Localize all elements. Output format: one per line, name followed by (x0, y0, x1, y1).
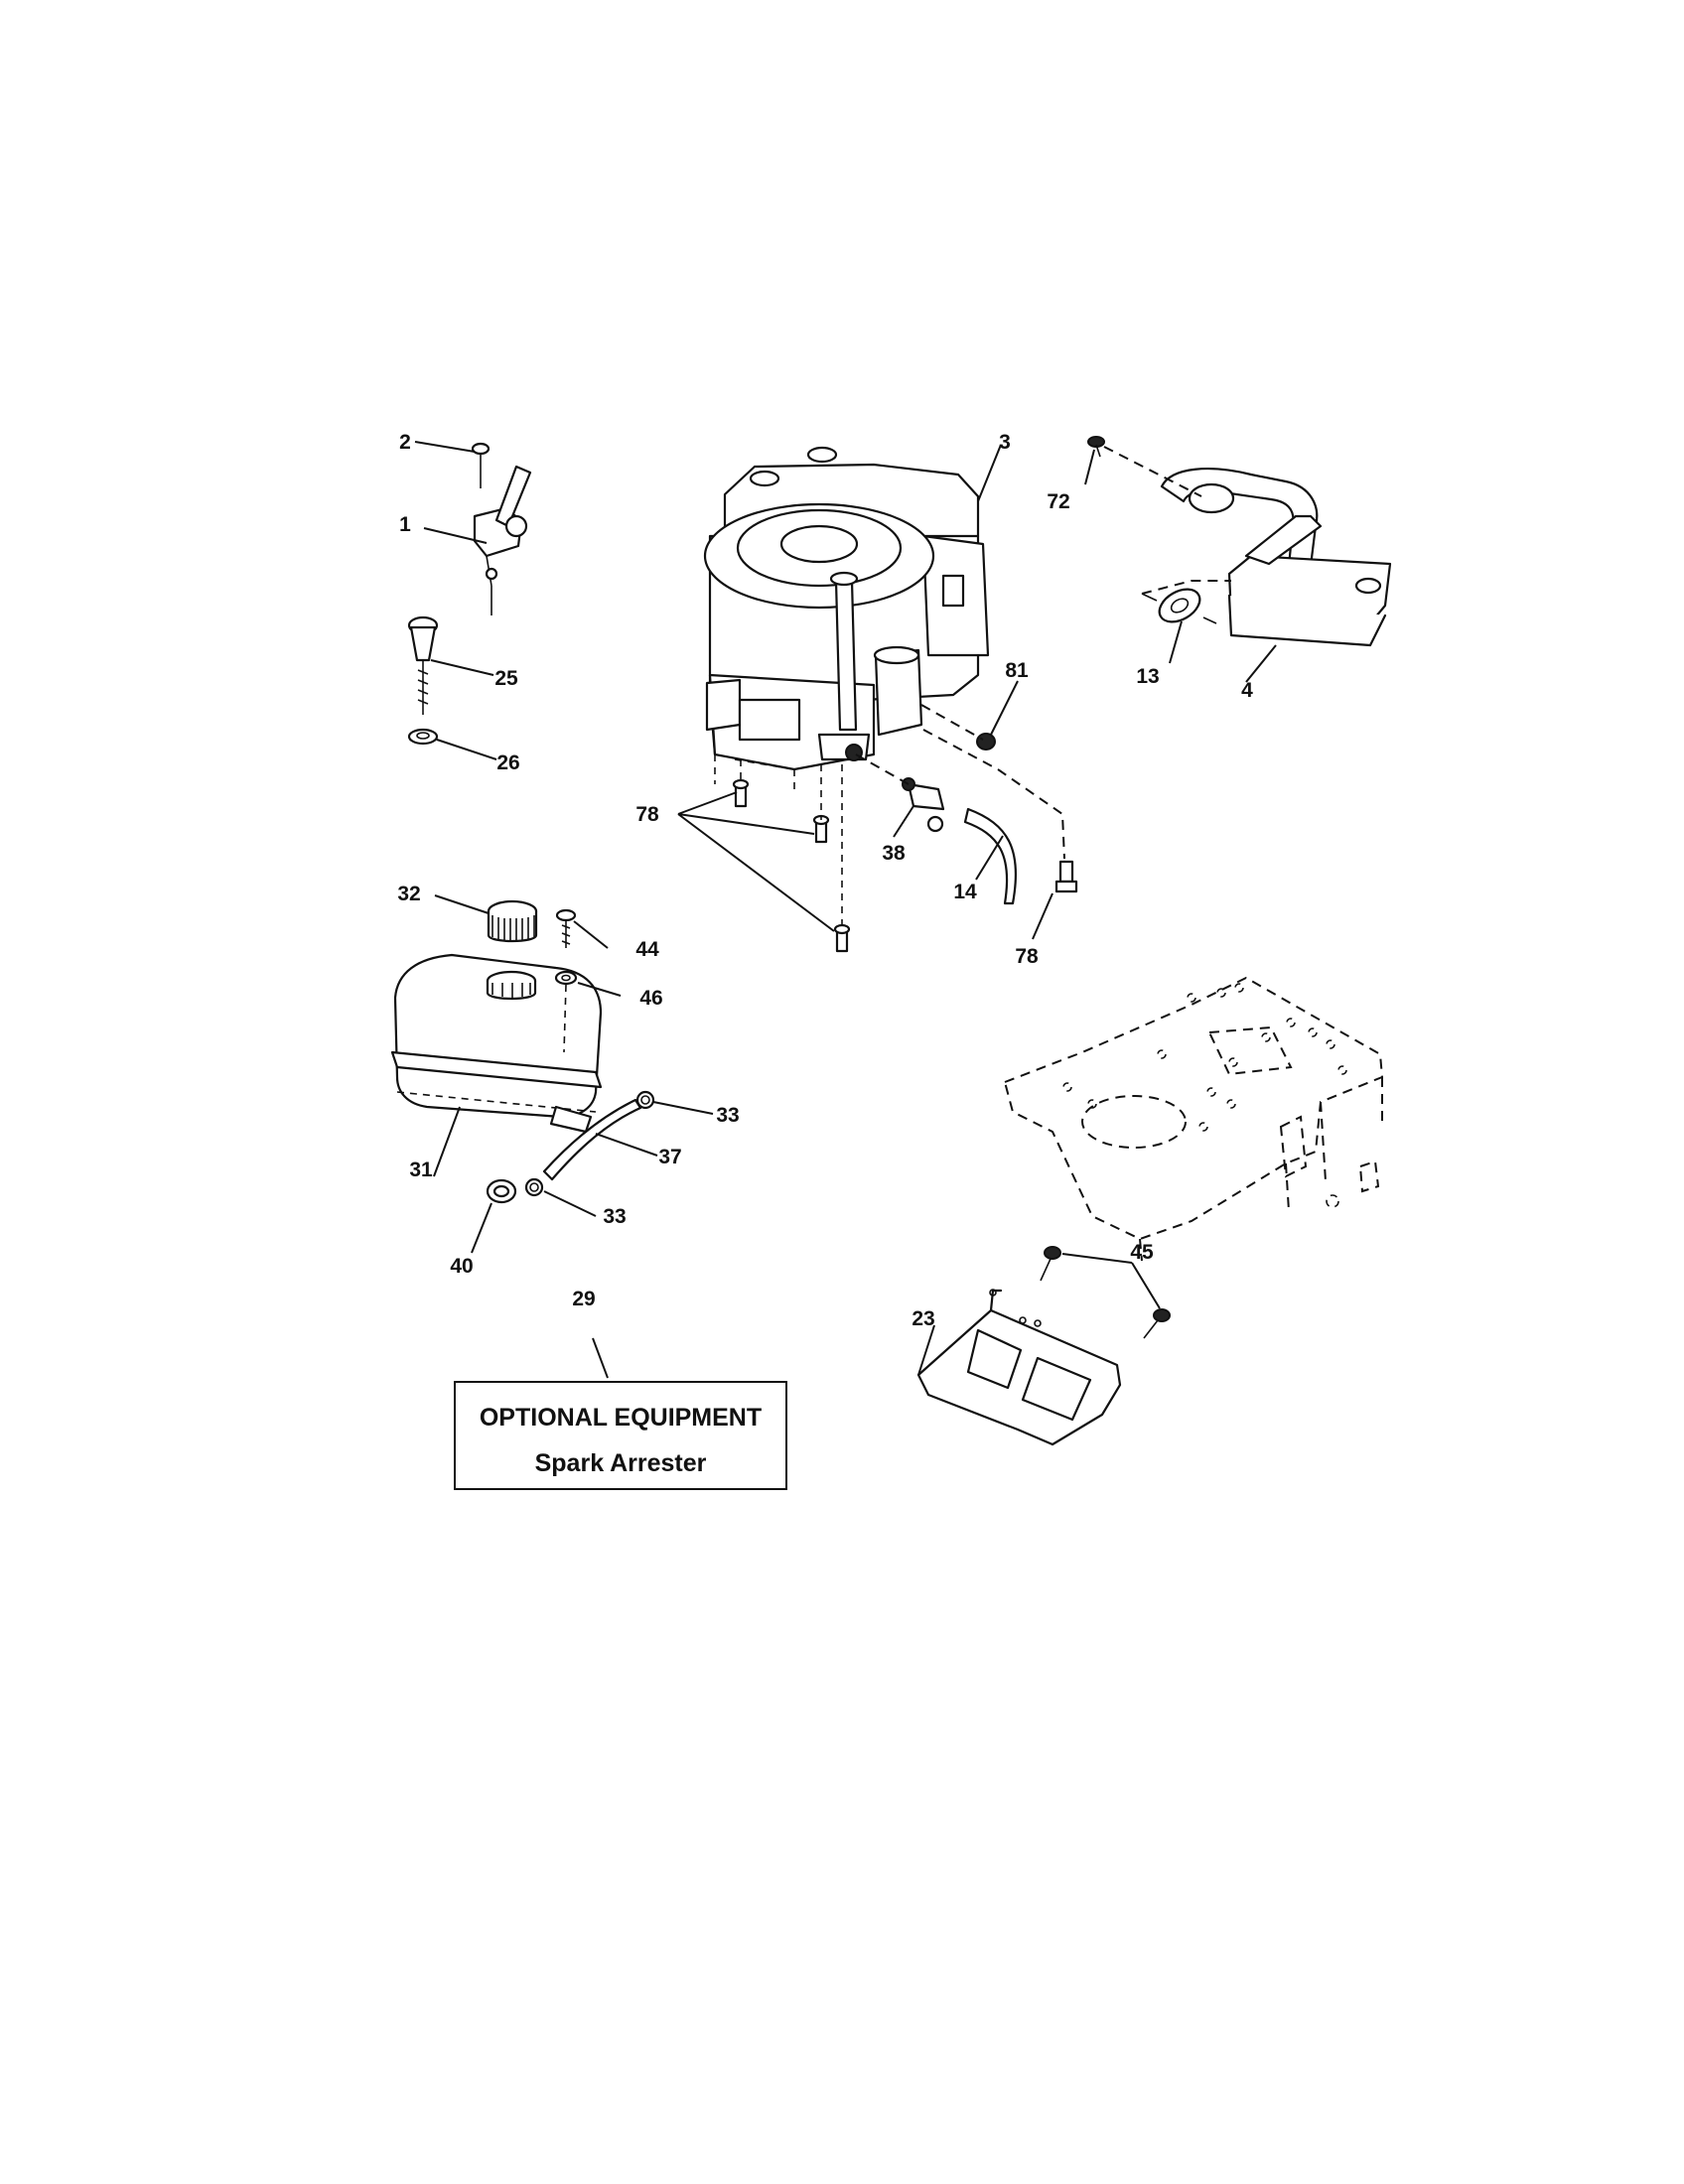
callout-31: 31 (409, 1159, 433, 1181)
washer-46 (554, 970, 578, 986)
fuel-line (542, 1098, 642, 1181)
bolt-72 (1087, 436, 1105, 458)
fuel-cap (487, 899, 538, 943)
leader-lines (414, 441, 1277, 1379)
drain-valve (902, 777, 945, 833)
clamp-33-upper (635, 1090, 655, 1110)
bolts-78 (732, 778, 1078, 953)
callout-labels: 1 2 3 4 13 14 23 25 26 29 31 32 33 33 37… (397, 431, 1253, 1330)
callout-44: 44 (635, 938, 659, 961)
fuel-tank (390, 953, 603, 1134)
callout-1: 1 (399, 513, 411, 536)
callout-25: 25 (494, 667, 518, 690)
callout-4: 4 (1241, 679, 1253, 702)
screws-45 (1040, 1246, 1171, 1339)
callout-37: 37 (658, 1146, 681, 1168)
heat-shield (916, 1289, 1122, 1446)
screw-44 (555, 908, 577, 948)
screw-2 (471, 442, 491, 488)
nut-26 (407, 728, 439, 746)
gasket-13 (1141, 588, 1217, 624)
callout-33-upper: 33 (716, 1104, 739, 1127)
callout-72: 72 (1047, 490, 1069, 513)
choke-knob (407, 615, 439, 715)
callout-78-right: 78 (1015, 945, 1039, 968)
optional-equipment-box: OPTIONAL EQUIPMENT Spark Arrester (454, 1381, 787, 1490)
callout-3: 3 (999, 431, 1011, 454)
throttle-control-bracket (473, 465, 532, 615)
callout-14: 14 (953, 881, 977, 903)
grommet-40 (486, 1178, 517, 1204)
callout-40: 40 (450, 1255, 473, 1278)
callout-33-lower: 33 (603, 1205, 626, 1228)
callout-45: 45 (1130, 1241, 1154, 1264)
callout-2: 2 (399, 431, 411, 454)
optional-equipment-subtitle: Spark Arrester (535, 1449, 707, 1477)
muffler (1160, 468, 1392, 647)
callout-13: 13 (1136, 665, 1159, 688)
optional-equipment-title: OPTIONAL EQUIPMENT (480, 1404, 762, 1432)
clamp-33-lower (524, 1177, 544, 1197)
callout-38: 38 (882, 842, 906, 865)
frame-chassis (1003, 976, 1384, 1262)
callout-78-left: 78 (635, 803, 659, 826)
nut-81 (976, 733, 996, 751)
callout-29: 29 (572, 1288, 595, 1310)
callout-23: 23 (912, 1307, 934, 1330)
callout-81: 81 (1005, 659, 1029, 682)
engine (703, 446, 990, 794)
callout-26: 26 (496, 751, 519, 774)
callout-32: 32 (397, 883, 420, 905)
drain-hose (963, 807, 1018, 905)
callout-46: 46 (639, 987, 662, 1010)
